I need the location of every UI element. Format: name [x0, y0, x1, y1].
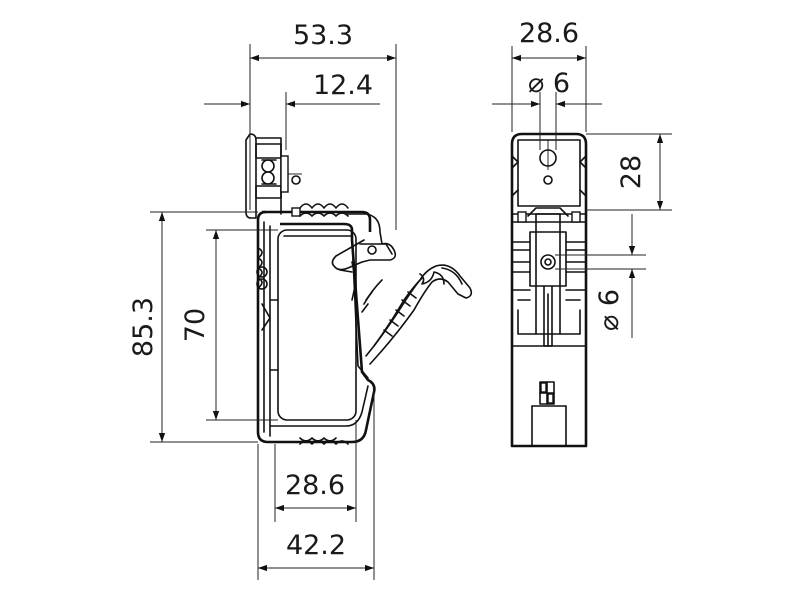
- label-53-3: 53.3: [293, 20, 353, 51]
- label-28: 28: [616, 155, 647, 189]
- dim-70: 70: [180, 229, 278, 421]
- dim-53-3: 53.3: [249, 20, 397, 230]
- label-85-3: 85.3: [128, 297, 159, 357]
- label-28-6-side: 28.6: [285, 470, 345, 501]
- clip-body: [256, 210, 376, 444]
- swing-strap: [361, 264, 473, 365]
- label-70: 70: [180, 308, 211, 342]
- dim-28-6-front: 28.6: [511, 18, 587, 132]
- side-view: 53.3 12.4 85.3 70 28.6: [128, 20, 473, 580]
- top-ribs: [291, 203, 349, 217]
- dim-dia-6-side: ⌀ 6: [555, 214, 646, 338]
- mounting-plate: [245, 133, 302, 219]
- front-mid: [511, 207, 587, 347]
- label-42-2: 42.2: [286, 530, 346, 561]
- front-outline: [510, 132, 588, 448]
- label-dia-6-top: ⌀ 6: [528, 68, 570, 99]
- dim-85-3: 85.3: [128, 211, 258, 443]
- dim-28: 28: [586, 133, 672, 211]
- bottom-ribs: [299, 437, 349, 445]
- label-12-4: 12.4: [313, 70, 373, 101]
- top-holes: [539, 140, 557, 185]
- dim-dia-6-top: ⌀ 6: [492, 68, 602, 150]
- dim-28-6-side: 28.6: [274, 420, 357, 522]
- front-bottom: [531, 381, 567, 447]
- label-dia-6-side: ⌀ 6: [594, 289, 625, 331]
- dim-42-2: 42.2: [257, 392, 375, 580]
- label-28-6-front: 28.6: [519, 18, 579, 49]
- latch-hook: [331, 213, 397, 301]
- front-view: 28.6 ⌀ 6 28 ⌀ 6: [492, 18, 672, 448]
- dim-12-4: 12.4: [204, 70, 380, 150]
